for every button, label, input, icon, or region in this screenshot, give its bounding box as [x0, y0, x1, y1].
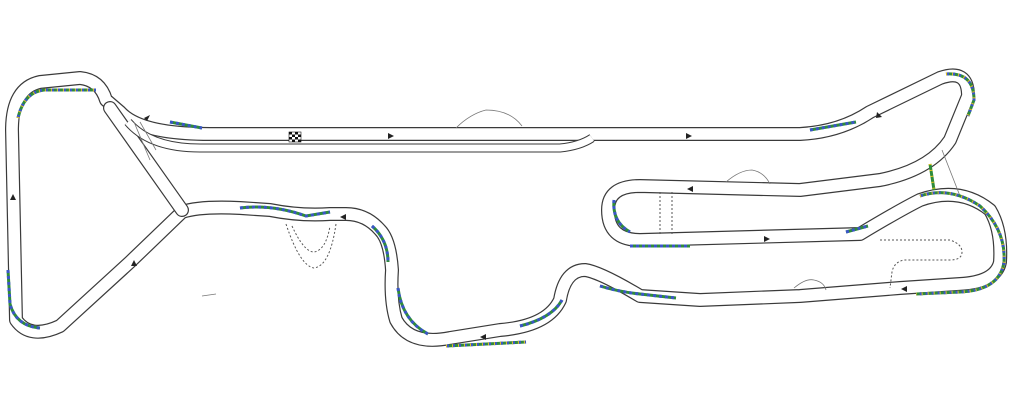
kerb-chicane-exit [370, 224, 390, 263]
kerb-straight-end [809, 120, 857, 132]
kerb-chicane-right [928, 163, 936, 191]
alternate-layouts [201, 109, 963, 297]
direction-arrow-icon [480, 334, 486, 340]
kerb-bottom-right-straight [599, 284, 677, 300]
kerb-chicane-top [239, 205, 331, 218]
start-finish-flag-icon [288, 131, 302, 143]
direction-arrow-icon [340, 214, 346, 220]
kerb-inner-loop-left [612, 199, 631, 234]
direction-arrow-icon [876, 112, 882, 118]
direction-arrow-icon [10, 194, 16, 200]
direction-arrow-icon [144, 115, 150, 121]
kerb-top-right-hairpin [945, 72, 976, 117]
track-outline [5, 68, 1008, 347]
main-circuit [5, 68, 1008, 347]
direction-arrows [10, 112, 907, 340]
kerb-bottom-left [445, 340, 527, 348]
kerbs [6, 72, 1006, 348]
infield-link [103, 101, 189, 217]
kerb-bottom-esses [519, 299, 564, 328]
direction-arrow-icon [901, 286, 907, 292]
direction-arrow-icon [131, 260, 137, 266]
pit-lane [124, 118, 595, 161]
kerb-inner-loop-right [845, 224, 869, 234]
kerb-pit-exit [169, 120, 203, 130]
kerb-left-bottom [6, 269, 41, 330]
direction-arrow-icon [686, 133, 692, 139]
direction-arrow-icon [388, 133, 394, 139]
kerb-right-hairpin [915, 191, 1006, 296]
direction-arrow-icon [687, 186, 693, 192]
kerb-left-sweeper [396, 287, 429, 336]
kerb-top-left-corner [16, 88, 96, 119]
direction-arrow-icon [764, 236, 770, 242]
